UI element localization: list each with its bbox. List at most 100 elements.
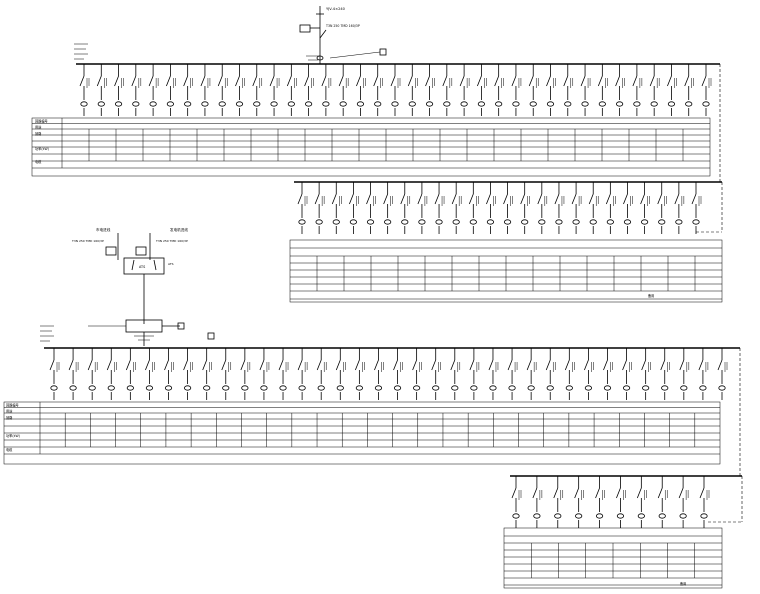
upper-ext-switch-icon [366, 193, 371, 205]
upper-breaker-label: T3N 250 TMD 160/3P [325, 24, 360, 28]
upper-ext-switch-icon [383, 193, 389, 205]
upper-switch-icon [615, 75, 620, 87]
upper-ext-ct-icon [315, 219, 323, 225]
lower-ext-circuit [532, 476, 543, 528]
upper-ext-circuit [486, 182, 496, 234]
lower-circuit [374, 348, 384, 400]
upper-ext-ct-icon [555, 219, 563, 225]
lower-source1-label: 市电进线 [96, 227, 111, 232]
lower-row-label-3: 功率(kW) [6, 433, 20, 438]
lower-ct-icon [470, 385, 478, 391]
upper-ct-icon [166, 101, 174, 107]
lower-switch-icon [564, 359, 570, 371]
upper-ext-switch-icon [520, 193, 526, 205]
lower-circuit [183, 348, 193, 400]
lower-circuit [335, 348, 346, 400]
upper-ext-circuit [588, 182, 599, 234]
lower-switch-icon [717, 359, 723, 371]
upper-circuit [235, 64, 245, 116]
lower-switch-icon [603, 359, 608, 371]
upper-ext-ct-icon [658, 219, 666, 225]
lower-circuit-row [49, 348, 728, 400]
upper-ext-circuit [349, 182, 359, 234]
upper-ext-ct-icon [503, 219, 512, 225]
upper-ext-switch-icon [349, 193, 354, 205]
lower-circuit [603, 348, 613, 400]
upper-incoming-feeder: YJV-4×240 T3N 250 TMD 160/3P [74, 6, 387, 64]
upper-ext-circuit [400, 182, 411, 234]
lower-switch-icon [584, 359, 589, 371]
upper-ext-switch-icon [503, 193, 508, 205]
lower-ct-icon [69, 385, 77, 391]
upper-ext-switch-icon [297, 193, 303, 205]
upper-switch-icon [148, 75, 154, 87]
lower-ct-icon [241, 385, 249, 391]
lower-switch-icon [469, 359, 475, 371]
upper-ext-circuit [468, 182, 479, 234]
upper-ext-switch-icon [554, 193, 560, 205]
upper-circuit [425, 64, 435, 116]
upper-ct-icon [667, 101, 676, 107]
upper-circuit [546, 64, 556, 116]
upper-row-label-2: 回路 [35, 131, 42, 136]
lower-ext-ct-icon [512, 513, 520, 519]
upper-ext-ct-icon [589, 219, 597, 225]
upper-circuit [528, 64, 539, 116]
upper-ext-switch-icon [588, 193, 594, 205]
upper-switch-icon [684, 75, 690, 87]
upper-ct-icon [218, 101, 226, 107]
upper-circuit [200, 64, 211, 116]
lower-ext-note: 备用 [680, 581, 686, 586]
lower-dual-source: 市电进线 发电机进线 T3N 250 TMD 160/3P T3N 250 TM… [40, 227, 215, 346]
upper-switch-icon [425, 75, 430, 87]
upper-ct-icon [529, 101, 537, 107]
lower-circuit [412, 348, 422, 400]
upper-circuit [615, 64, 625, 116]
upper-ct-icon [322, 101, 330, 107]
upper-ct-icon [633, 101, 641, 107]
lower-circuit [450, 348, 461, 400]
lower-ct-icon [642, 385, 650, 391]
upper-ct-icon [339, 101, 347, 107]
lower-ext-circuit [699, 476, 710, 528]
upper-ct-icon [650, 101, 658, 107]
upper-switch-icon [286, 75, 292, 87]
upper-circuit [96, 64, 107, 116]
upper-switch-icon [667, 75, 672, 87]
upper-circuit [304, 64, 314, 116]
upper-ct-icon [374, 101, 382, 107]
upper-ct-icon [97, 101, 105, 107]
lower-switch-icon [49, 359, 55, 371]
upper-circuit [511, 64, 522, 116]
svg-text:ATS: ATS [168, 262, 174, 266]
upper-circuit [338, 64, 349, 116]
upper-ext-switch-icon [434, 193, 440, 205]
upper-ext-circuit [691, 182, 702, 234]
upper-switch-icon [701, 75, 707, 87]
upper-ext-circuit [451, 182, 462, 234]
upper-switch-icon [649, 75, 655, 87]
lower-ct-icon [203, 385, 211, 391]
upper-ext-circuit [366, 182, 376, 234]
upper-circuit [477, 64, 487, 116]
upper-switch-icon [217, 75, 223, 87]
lower-ext-ct-icon [554, 513, 562, 519]
lower-ext-switch-icon [657, 487, 663, 499]
lower-ext-switch-icon [532, 487, 538, 499]
upper-ext-switch-icon [571, 193, 577, 205]
lower-ext-circuit [574, 476, 584, 528]
upper-circuit [356, 64, 366, 116]
lower-ext-ct-icon [616, 513, 625, 519]
upper-circuit-table: 回路编号 用途 回路 功率(kW) 电缆 [31, 117, 711, 177]
lower-switch-icon [316, 359, 322, 371]
lower-switch-icon [106, 359, 112, 371]
upper-circuit [667, 64, 677, 116]
upper-ct-icon [495, 101, 503, 107]
lower-switch-icon [240, 359, 246, 371]
lower-ct-icon [527, 385, 535, 391]
upper-switch-icon [597, 75, 603, 87]
upper-circuit [131, 64, 142, 116]
upper-ext-circuit [520, 182, 530, 234]
lower-ct-icon [413, 385, 421, 391]
upper-ct-icon [305, 101, 313, 107]
